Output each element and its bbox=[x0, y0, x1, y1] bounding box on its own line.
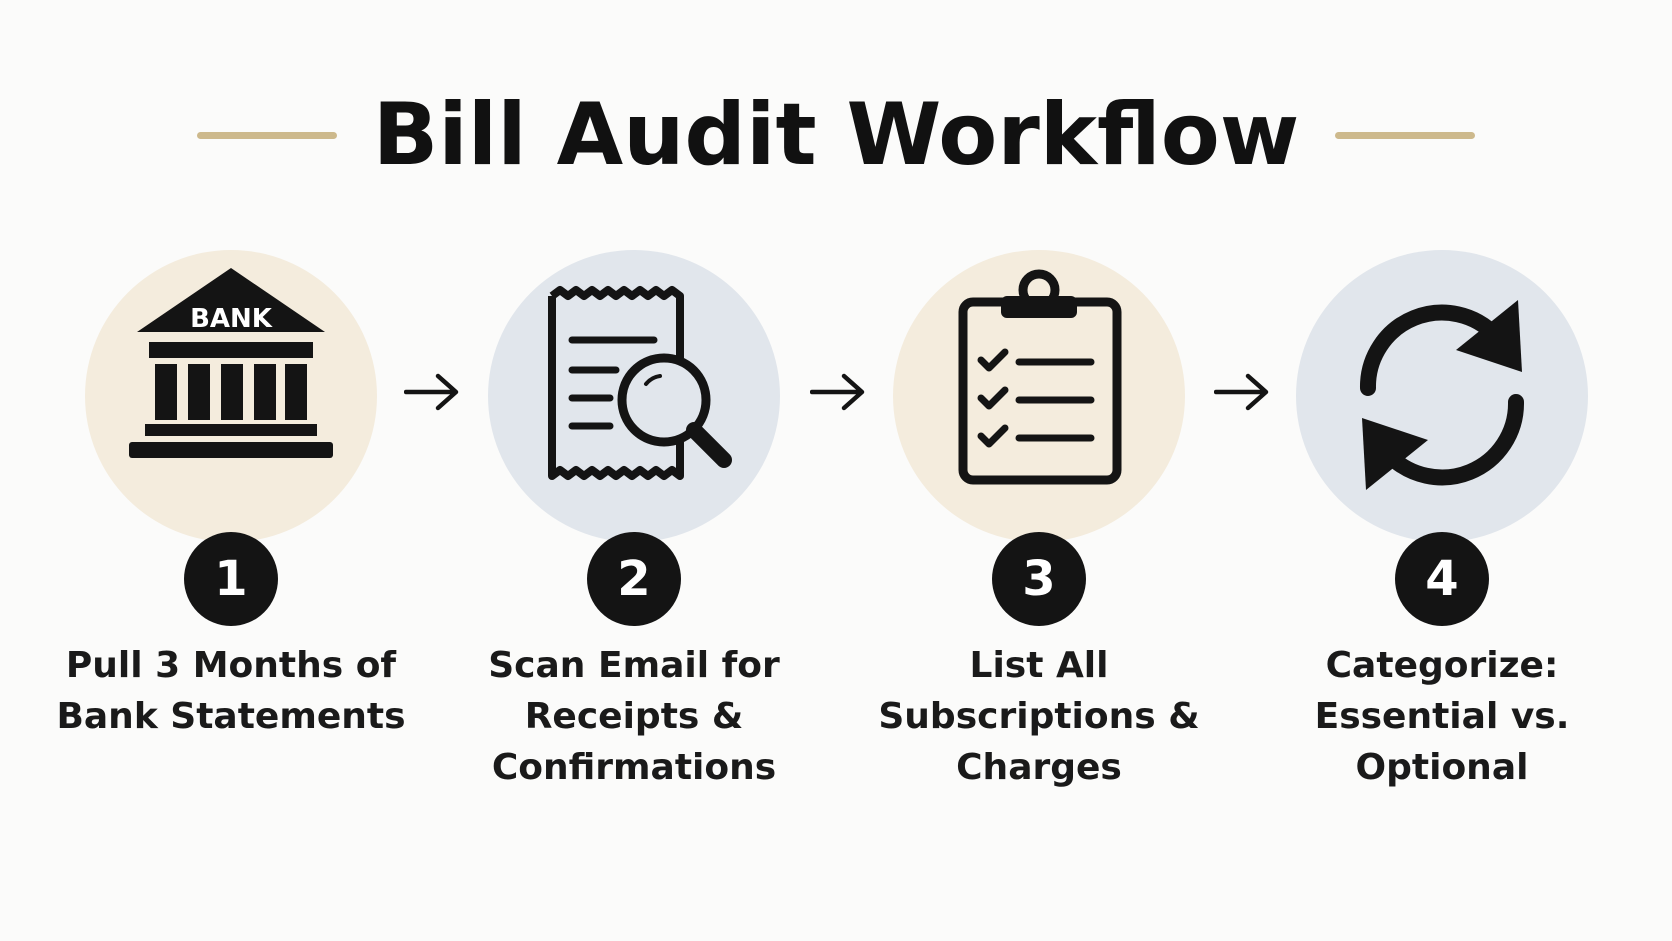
step-4-label-line: Optional bbox=[1355, 747, 1529, 788]
step-1-label-line: Pull 3 Months of bbox=[65, 645, 397, 686]
step-2-bubble bbox=[488, 250, 780, 542]
step-3-label-line: Charges bbox=[956, 747, 1122, 788]
step-1-bubble: BANK bbox=[85, 250, 377, 542]
step-2-label-line: Scan Email for bbox=[488, 645, 780, 686]
step-3-label-line: List All bbox=[969, 645, 1109, 686]
arrow-right-icon bbox=[1214, 373, 1269, 411]
step-3-number: 3 bbox=[992, 532, 1086, 626]
step-4-label: Categorize: Essential vs. Optional bbox=[1256, 640, 1628, 793]
bank-icon: BANK bbox=[129, 268, 333, 458]
refresh-cycle-icon bbox=[1359, 300, 1525, 490]
arrow-right-icon bbox=[404, 373, 459, 411]
step-4-label-line: Essential vs. bbox=[1314, 696, 1570, 737]
step-2: 2 Scan Email for Receipts & Confirmation… bbox=[448, 250, 808, 810]
step-2-label-line: Receipts & bbox=[524, 696, 744, 737]
step-1-label-line: Bank Statements bbox=[56, 696, 406, 737]
arrow-right-icon bbox=[810, 373, 865, 411]
title-row: Bill Audit Workflow bbox=[0, 80, 1672, 190]
step-3-label-line: Subscriptions & bbox=[878, 696, 1200, 737]
step-2-number: 2 bbox=[587, 532, 681, 626]
step-2-label: Scan Email for Receipts & Confirmations bbox=[448, 640, 820, 793]
step-3-bubble bbox=[893, 250, 1185, 542]
step-1: BANK 1 Pull 3 Months of Bank Statements bbox=[45, 250, 406, 810]
step-1-number: 1 bbox=[184, 532, 278, 626]
step-4-bubble bbox=[1296, 250, 1588, 542]
title-rule-right bbox=[1335, 131, 1476, 139]
step-4-number: 4 bbox=[1395, 532, 1489, 626]
step-3: 3 List All Subscriptions & Charges bbox=[853, 250, 1213, 810]
title-rule-left bbox=[196, 131, 337, 139]
page-title: Bill Audit Workflow bbox=[372, 85, 1300, 185]
step-4-label-line: Categorize: bbox=[1325, 645, 1559, 686]
clipboard-checklist-icon bbox=[958, 269, 1122, 485]
step-1-label: Pull 3 Months of Bank Statements bbox=[45, 640, 417, 742]
step-4: 4 Categorize: Essential vs. Optional bbox=[1256, 250, 1616, 810]
bank-icon-label: BANK bbox=[190, 304, 273, 334]
step-3-label: List All Subscriptions & Charges bbox=[853, 640, 1225, 793]
step-2-label-line: Confirmations bbox=[491, 747, 777, 788]
receipt-search-icon bbox=[548, 286, 732, 480]
